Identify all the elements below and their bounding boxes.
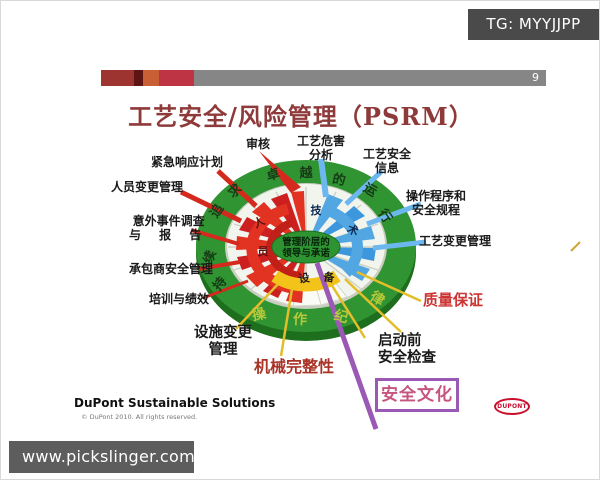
yellow-connectors bbox=[235, 270, 422, 357]
label-operating-procedures: 操作程序和 安全规程 bbox=[406, 189, 467, 217]
svg-text:越: 越 bbox=[298, 165, 314, 182]
dupont-oval-logo: DUPONT bbox=[494, 398, 530, 415]
svg-text:技: 技 bbox=[311, 203, 323, 217]
svg-text:作: 作 bbox=[293, 311, 308, 328]
svg-text:续: 续 bbox=[200, 248, 219, 266]
tg-watermark-badge: TG: MYYJJPP bbox=[468, 9, 599, 40]
svg-text:设: 设 bbox=[298, 270, 312, 286]
svg-text:运: 运 bbox=[360, 181, 379, 200]
svg-text:的: 的 bbox=[331, 171, 347, 189]
label-mechanical-integrity: 机械完整性 bbox=[254, 357, 335, 376]
label-emergency-response: 紧急响应计划 bbox=[151, 155, 224, 169]
bar-segment bbox=[134, 70, 143, 86]
purple-connector bbox=[314, 262, 379, 430]
svg-text:备: 备 bbox=[322, 269, 337, 285]
cursor-artifact bbox=[570, 241, 581, 252]
copyright-text: © DuPont 2010. All rights reserved. bbox=[81, 413, 198, 421]
center-text-line1: 管理阶层的 bbox=[282, 236, 330, 248]
label-process-hazard-analysis: 工艺危害 分析 bbox=[297, 134, 346, 162]
label-safety-culture: 安全文化 bbox=[375, 378, 459, 412]
page-number: 9 bbox=[532, 71, 539, 84]
label-personnel-change: 人员变更管理 bbox=[111, 180, 184, 194]
center-commitment-ellipse bbox=[271, 230, 341, 264]
label-contractor-safety: 承包商安全管理 bbox=[129, 262, 214, 276]
dupont-brand-text: DuPont Sustainable Solutions bbox=[74, 396, 276, 410]
label-facility-change: 设施变更 管理 bbox=[194, 325, 252, 358]
slide-title: 工艺安全/风险管理（PSRM） bbox=[128, 102, 474, 131]
svg-text:术: 术 bbox=[344, 221, 360, 238]
label-quality-assurance: 质量保证 bbox=[423, 291, 484, 309]
ring-text-bottom: 操 作 纪 律 bbox=[250, 288, 387, 329]
label-training-performance: 培训与绩效 bbox=[149, 292, 210, 306]
bar-segment bbox=[159, 70, 194, 86]
center-text-line2: 领导与承诺 bbox=[282, 247, 330, 259]
blue-connectors bbox=[318, 158, 427, 251]
label-process-safety-info: 工艺安全 信息 bbox=[363, 147, 412, 175]
sector-text: 人 员 技 术 设 备 bbox=[251, 203, 361, 286]
label-incident-investigation: 意外事件调查 与 报 告 bbox=[129, 214, 209, 242]
svg-text:卓: 卓 bbox=[265, 166, 282, 185]
svg-text:员: 员 bbox=[258, 245, 269, 258]
label-audit: 审核 bbox=[246, 137, 271, 151]
bar-segment bbox=[101, 70, 134, 86]
watermark-url-bar: www.pickslinger.com bbox=[9, 441, 195, 473]
header-accent-bar: 9 bbox=[101, 70, 546, 86]
bar-segment bbox=[143, 70, 159, 86]
red-connectors bbox=[179, 151, 301, 300]
svg-text:纪: 纪 bbox=[332, 307, 350, 327]
label-process-change: 工艺变更管理 bbox=[419, 234, 492, 248]
sector-equipment-yellow bbox=[271, 270, 341, 292]
svg-text:操: 操 bbox=[250, 305, 268, 325]
label-prestartup-review: 启动前 安全检查 bbox=[378, 333, 436, 366]
